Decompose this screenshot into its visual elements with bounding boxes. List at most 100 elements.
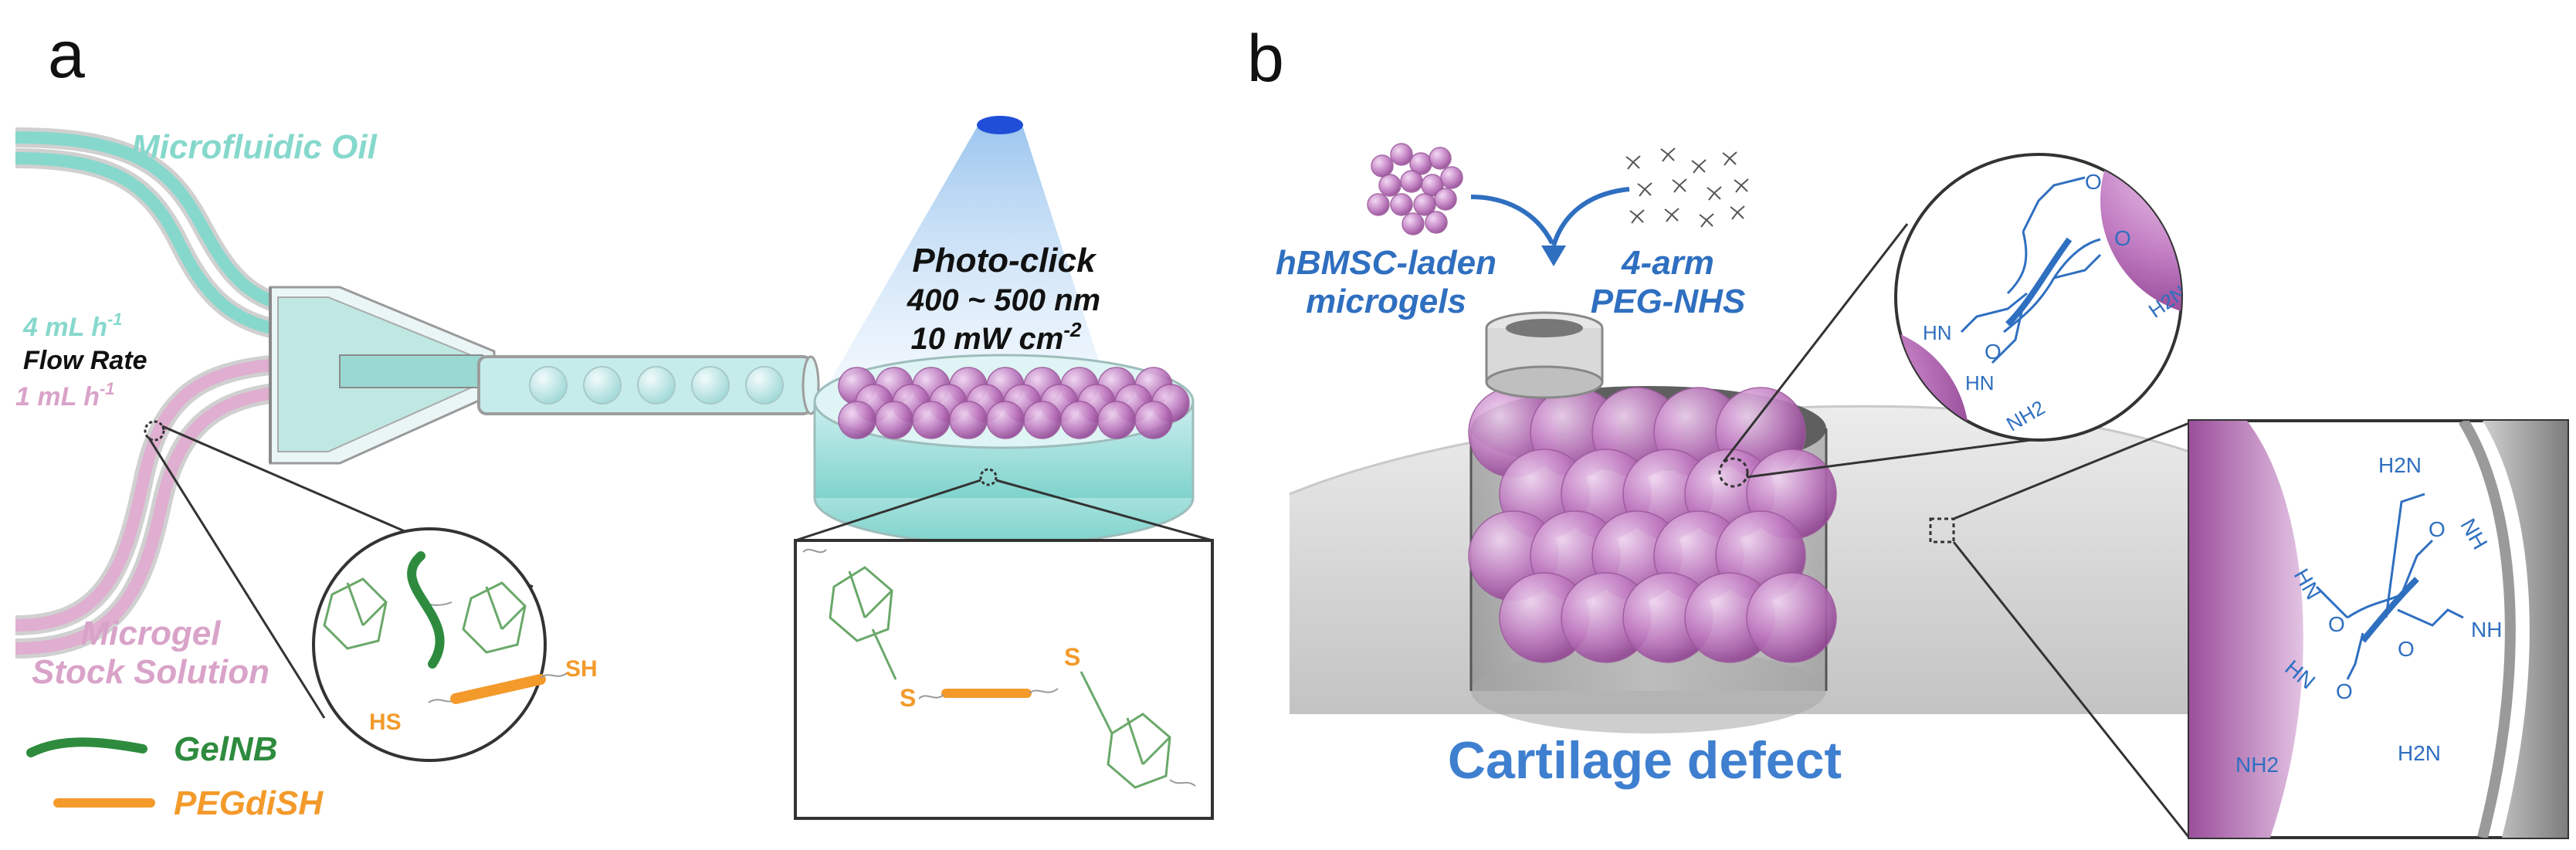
- thiol-left: HS: [369, 709, 402, 735]
- dish-microgel: [1097, 401, 1136, 439]
- flow-rate-label: Flow Rate: [23, 346, 147, 375]
- dish-microgel: [912, 401, 951, 439]
- photoclick-wavelength: 400 ~ 500 nm: [907, 283, 1100, 317]
- cluster-microgel: [1440, 166, 1463, 189]
- defect-label: Cartilage defect: [1448, 731, 1842, 790]
- zoom-line-b2b: [1952, 541, 2191, 838]
- peg-star: [1672, 178, 1687, 193]
- zoom-marker-b1: [1718, 457, 1749, 488]
- stock-rate-exponent: -1: [100, 379, 115, 398]
- thioether-right: S: [1064, 643, 1080, 671]
- photoclick-intensity-value: 10 mW cm: [911, 322, 1064, 356]
- peg-star-icon: [1625, 147, 1749, 228]
- injector-nozzle: [1485, 311, 1604, 399]
- petri-dish: [813, 354, 1195, 546]
- chem-hn-2: HN: [1965, 371, 1995, 395]
- stock-rate-value: 1 mL h: [15, 382, 100, 411]
- zoom-line-b1a: [1722, 223, 1909, 462]
- cluster-microgel: [1425, 211, 1448, 234]
- cluster-microgel: [1400, 170, 1423, 193]
- cluster-microgel: [1390, 143, 1413, 166]
- microgels-label-line1: hBMSC-laden: [1276, 244, 1496, 282]
- chem-o-1: O: [2085, 170, 2102, 194]
- peg-star: [1660, 147, 1676, 162]
- legend-panel-a: GelNB PEGdiSH: [26, 730, 324, 822]
- legend-gelnb-label: GelNB: [174, 730, 277, 768]
- stock-label-line2: Stock Solution: [32, 653, 269, 691]
- zoom-line-a1: [147, 436, 326, 719]
- zoom-marker-b2: [1929, 517, 1955, 544]
- peg-star: [1637, 182, 1652, 197]
- zoom-box-crosslink: S S: [794, 539, 1214, 820]
- zoom-line-b1b: [1746, 439, 2032, 479]
- chem-o-4: O: [2429, 517, 2446, 541]
- led-emitter: [977, 116, 1023, 134]
- legend-gelnb-swatch: [26, 737, 147, 757]
- zoom-box-interface: H2N O NH O NH HN O HN O NH2 H2N: [2188, 419, 2569, 839]
- oil-label: Microfluidic Oil: [131, 128, 378, 166]
- peg-star: [1722, 151, 1737, 166]
- output-tube: [477, 355, 820, 415]
- chem-h2n-3: H2N: [2398, 741, 2441, 765]
- panel-b-label: b: [1247, 22, 1284, 96]
- dish-microgel: [1134, 401, 1173, 439]
- defect-microgel: [1746, 572, 1837, 663]
- chem-o-5: O: [2398, 637, 2415, 661]
- zoom-marker-dish: [979, 468, 998, 486]
- microfluidic-junction: [269, 286, 496, 465]
- dish-microgel: [949, 401, 988, 439]
- peg-label-line1: 4-arm: [1621, 244, 1714, 282]
- chem-hn-1: HN: [1923, 321, 1952, 344]
- light-source: [819, 116, 1112, 401]
- merge-arrows: [1470, 187, 1630, 266]
- oil-rate-exponent: -1: [107, 310, 123, 329]
- chem-o-6: O: [2328, 612, 2345, 636]
- chem-nh-1: NH: [2145, 168, 2174, 191]
- zoom-line-dish1: [795, 479, 981, 542]
- stock-rate-label: 1 mL h-1: [15, 379, 115, 411]
- dish-microgel: [986, 401, 1025, 439]
- peg-star: [1691, 159, 1707, 174]
- peg-label-line2: PEG-NHS: [1591, 283, 1745, 320]
- chem-o-7: O: [2336, 679, 2353, 703]
- microgel-cluster-icon: [1367, 143, 1463, 235]
- photoclick-intensity: 10 mW cm-2: [911, 318, 1083, 356]
- thiol-right: SH: [565, 656, 598, 682]
- oil-rate-label: 4 mL h-1: [22, 310, 123, 342]
- chem-o-2: O: [2114, 226, 2131, 250]
- cluster-microgel: [1371, 154, 1394, 178]
- cluster-microgel: [1378, 174, 1402, 197]
- peg-star: [1625, 155, 1641, 170]
- peg-star: [1664, 208, 1679, 222]
- zoom-circle-precursors: HS SH: [312, 527, 598, 762]
- panel-a-label: a: [48, 18, 85, 92]
- peg-star: [1699, 213, 1714, 228]
- photoclick-title: Photo-click: [912, 242, 1097, 279]
- dish-microgel: [875, 401, 913, 439]
- peg-star: [1730, 205, 1745, 220]
- cluster-microgel: [1402, 212, 1425, 235]
- cluster-microgel: [1434, 188, 1457, 211]
- light-cone: [819, 127, 1112, 401]
- defect-well: [1468, 386, 1837, 733]
- peg-star: [1629, 209, 1645, 224]
- legend-pegdish-label: PEGdiSH: [174, 784, 324, 822]
- dish-microgel: [1023, 401, 1062, 439]
- chem-h2n-2: H2N: [2378, 453, 2422, 477]
- dish-microgel: [838, 401, 876, 439]
- photoclick-intensity-exponent: -2: [1063, 318, 1082, 341]
- chem-nh2-2: NH2: [2235, 753, 2279, 777]
- chem-o-3: O: [1985, 340, 2001, 364]
- stock-label-line1: Microgel: [81, 615, 222, 652]
- zoom-line-b2a: [1953, 422, 2190, 520]
- microgels-label-line2: microgels: [1306, 283, 1466, 320]
- peg-star: [1707, 186, 1722, 201]
- dish-microgel: [1060, 401, 1099, 439]
- chem-nh-2: NH: [2174, 240, 2203, 263]
- cluster-microgel: [1429, 147, 1452, 170]
- thioether-left: S: [900, 684, 916, 712]
- cluster-microgel: [1421, 174, 1444, 197]
- cluster-microgel: [1367, 193, 1390, 216]
- chem-nh-4: NH: [2471, 618, 2502, 642]
